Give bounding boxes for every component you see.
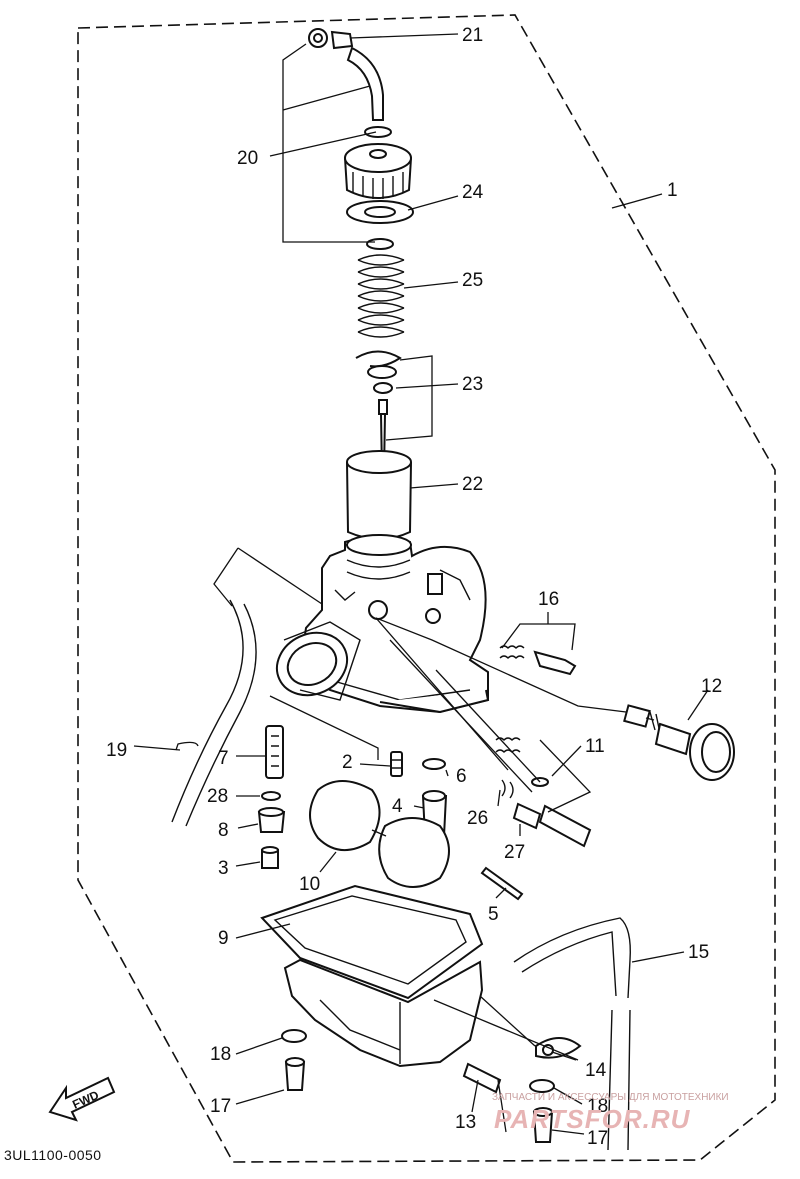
callout-1: 1 — [667, 180, 678, 201]
throttle-valve-22 — [346, 450, 412, 540]
assembly-boundary — [77, 14, 776, 1163]
screw-17a — [284, 1057, 306, 1091]
callout-27: 27 — [504, 842, 525, 863]
callout-14: 14 — [585, 1060, 607, 1081]
callout-2: 2 — [342, 752, 353, 773]
callout-18a: 18 — [210, 1044, 231, 1065]
watermark-subtitle: ЗАПЧАСТИ И АКСЕССУАРЫ ДЛЯ МОТОТЕХНИКИ — [492, 1092, 729, 1103]
callout-6: 6 — [456, 766, 467, 787]
callout-4: 4 — [392, 796, 403, 817]
callout-17a: 17 — [210, 1096, 231, 1117]
screw-17b — [532, 1107, 554, 1143]
fwd-label: FWD — [70, 1088, 101, 1112]
callout-20: 20 — [237, 148, 258, 169]
callout-7: 7 — [218, 748, 229, 769]
washer-18a — [281, 1029, 307, 1043]
o-ring-28 — [261, 791, 281, 801]
callout-9: 9 — [218, 928, 229, 949]
callout-13: 13 — [455, 1112, 476, 1133]
callout-22: 22 — [462, 474, 483, 495]
starter-plunger-12 — [623, 704, 735, 781]
callout-19: 19 — [106, 740, 127, 761]
fwd-arrow: FWD — [48, 1076, 116, 1122]
callout-23: 23 — [462, 374, 483, 395]
intake-funnel — [275, 621, 361, 701]
spring-26 — [501, 779, 514, 799]
drawing-code: 3UL1100-0050 — [4, 1147, 102, 1163]
callout-18b: 18 — [587, 1096, 608, 1117]
fuel-hose-19 — [171, 599, 257, 827]
callout-11: 11 — [585, 736, 605, 757]
callout-16: 16 — [538, 589, 559, 610]
callout-8: 8 — [218, 820, 229, 841]
needle-holder-23 — [355, 350, 402, 415]
main-jet-3 — [261, 846, 279, 869]
callout-26: 26 — [467, 808, 488, 829]
washer-18b — [529, 1079, 555, 1093]
callout-10: 10 — [299, 874, 320, 895]
callout-12: 12 — [701, 676, 722, 697]
overflow-hose-15 — [513, 917, 631, 1151]
callout-labels: 21 20 24 1 25 23 22 16 12 19 7 2 11 6 28… — [106, 25, 722, 1149]
callout-5: 5 — [488, 904, 499, 925]
callout-3: 3 — [218, 858, 229, 879]
callout-25: 25 — [462, 270, 483, 291]
throttle-stop-screw-11 — [495, 737, 592, 848]
mixing-chamber-top — [343, 143, 413, 199]
float-chamber-gasket-9 — [260, 884, 484, 1000]
callout-17b: 17 — [587, 1128, 608, 1149]
clip-top — [366, 238, 394, 250]
air-screw-27 — [512, 802, 542, 830]
pilot-screw-16 — [499, 645, 577, 676]
throttle-spring-25 — [357, 254, 405, 338]
main-jet-holder-8 — [257, 807, 286, 833]
callout-21: 21 — [462, 25, 483, 46]
hose-clamp-14 — [535, 1037, 582, 1059]
float-pin-5 — [480, 866, 524, 901]
watermark: ЗАПЧАСТИ И АКСЕССУАРЫ ДЛЯ МОТОТЕХНИКИ PA… — [492, 1092, 729, 1134]
pilot-jet-2 — [390, 751, 403, 777]
callout-15: 15 — [688, 942, 709, 963]
washer-20 — [364, 126, 392, 138]
callout-24: 24 — [462, 182, 484, 203]
callout-28: 28 — [207, 786, 228, 807]
floats-10 — [309, 780, 450, 888]
needle-jet-7 — [265, 725, 284, 779]
float-chamber-bowl — [283, 958, 484, 1068]
leader-lines — [133, 33, 709, 1135]
cable-adjuster-21 — [308, 28, 384, 121]
drain-screw-13 — [462, 1062, 502, 1094]
watermark-site: PARTSFOR.RU — [494, 1104, 691, 1134]
gasket-24 — [346, 200, 414, 224]
